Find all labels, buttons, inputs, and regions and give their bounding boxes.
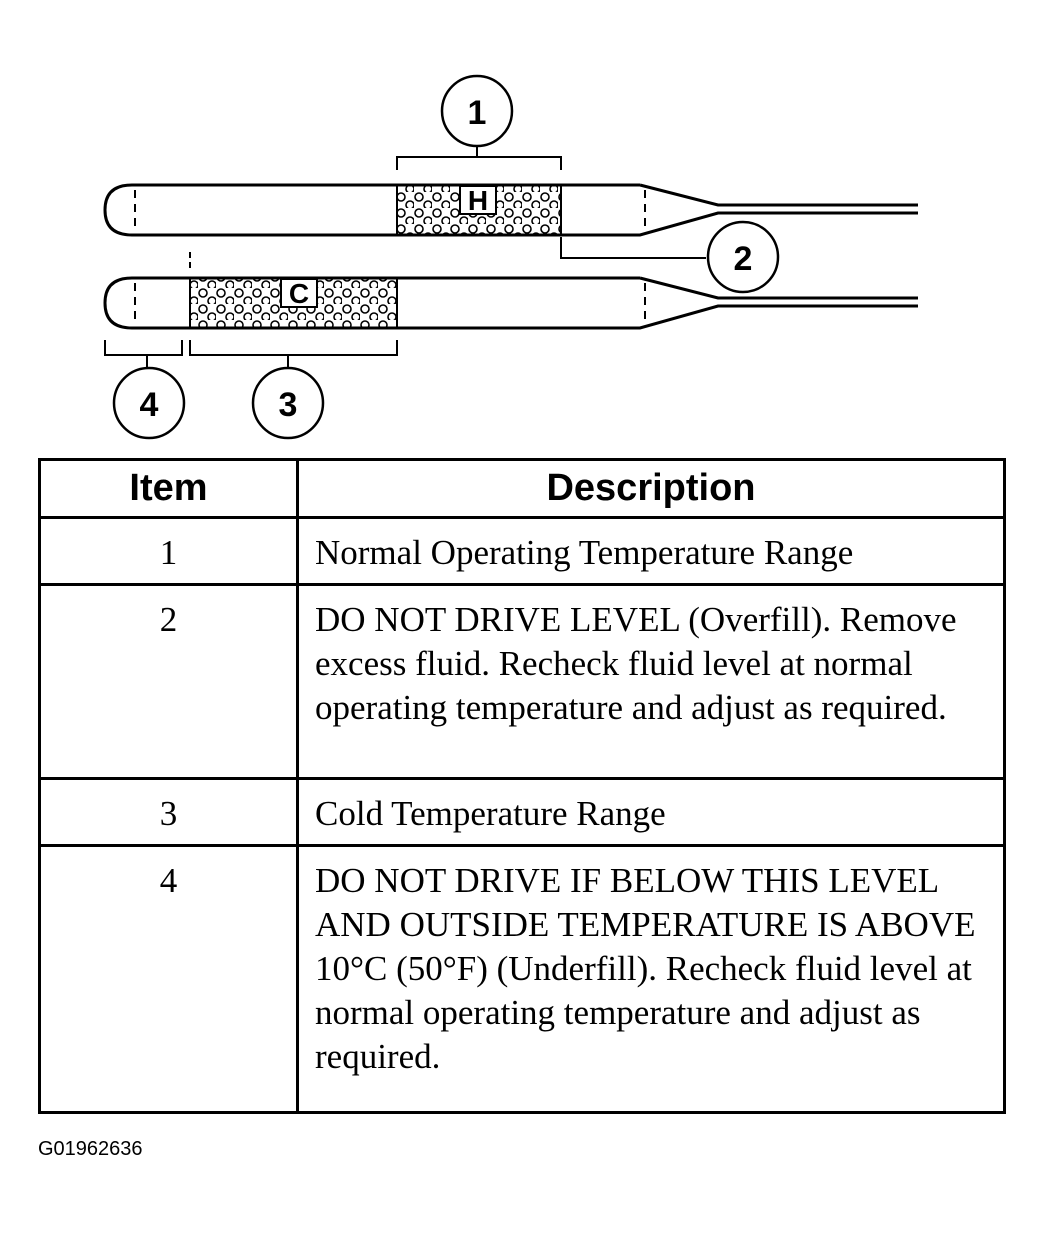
cold-zone-letter: C	[289, 278, 309, 309]
item-description: Normal Operating Temperature Range	[296, 516, 1006, 586]
bracket-1	[396, 156, 562, 170]
item-description: DO NOT DRIVE LEVEL (Overfill). Remove ex…	[296, 583, 1006, 780]
svg-text:2: 2	[734, 240, 753, 278]
callout-3: 3	[251, 366, 325, 440]
table-row: 3 Cold Temperature Range	[38, 777, 1006, 847]
legend-header-row: Item Description	[38, 458, 1006, 519]
table-row: 2 DO NOT DRIVE LEVEL (Overfill). Remove …	[38, 583, 1006, 780]
upper-dipstick	[103, 183, 918, 237]
leader-2	[560, 237, 706, 259]
svg-text:3: 3	[279, 386, 298, 424]
callout-brackets	[104, 142, 706, 367]
header-description: Description	[296, 458, 1006, 519]
header-item: Item	[38, 458, 299, 519]
item-number: 4	[38, 844, 299, 1114]
lower-dipstick	[103, 276, 918, 330]
legend-table: Item Description 1 Normal Operating Temp…	[38, 458, 1006, 1114]
table-row: 4 DO NOT DRIVE IF BELOW THIS LEVEL AND O…	[38, 844, 1006, 1114]
figure-id: G01962636	[38, 1138, 143, 1160]
table-row: 1 Normal Operating Temperature Range	[38, 516, 1006, 586]
item-number: 2	[38, 583, 299, 780]
item-number: 1	[38, 516, 299, 586]
bracket-3	[189, 340, 398, 356]
bracket-4	[104, 340, 183, 356]
hot-zone-letter: H	[468, 185, 488, 216]
item-description: DO NOT DRIVE IF BELOW THIS LEVEL AND OUT…	[296, 844, 1006, 1114]
callout-4: 4	[112, 366, 186, 440]
svg-text:1: 1	[468, 94, 487, 132]
callout-2: 2	[706, 220, 780, 294]
callout-1: 1	[440, 74, 514, 148]
svg-text:4: 4	[140, 386, 159, 424]
item-description: Cold Temperature Range	[296, 777, 1006, 847]
item-number: 3	[38, 777, 299, 847]
dipstick-diagram: H C 1 2 3 4	[103, 74, 918, 440]
